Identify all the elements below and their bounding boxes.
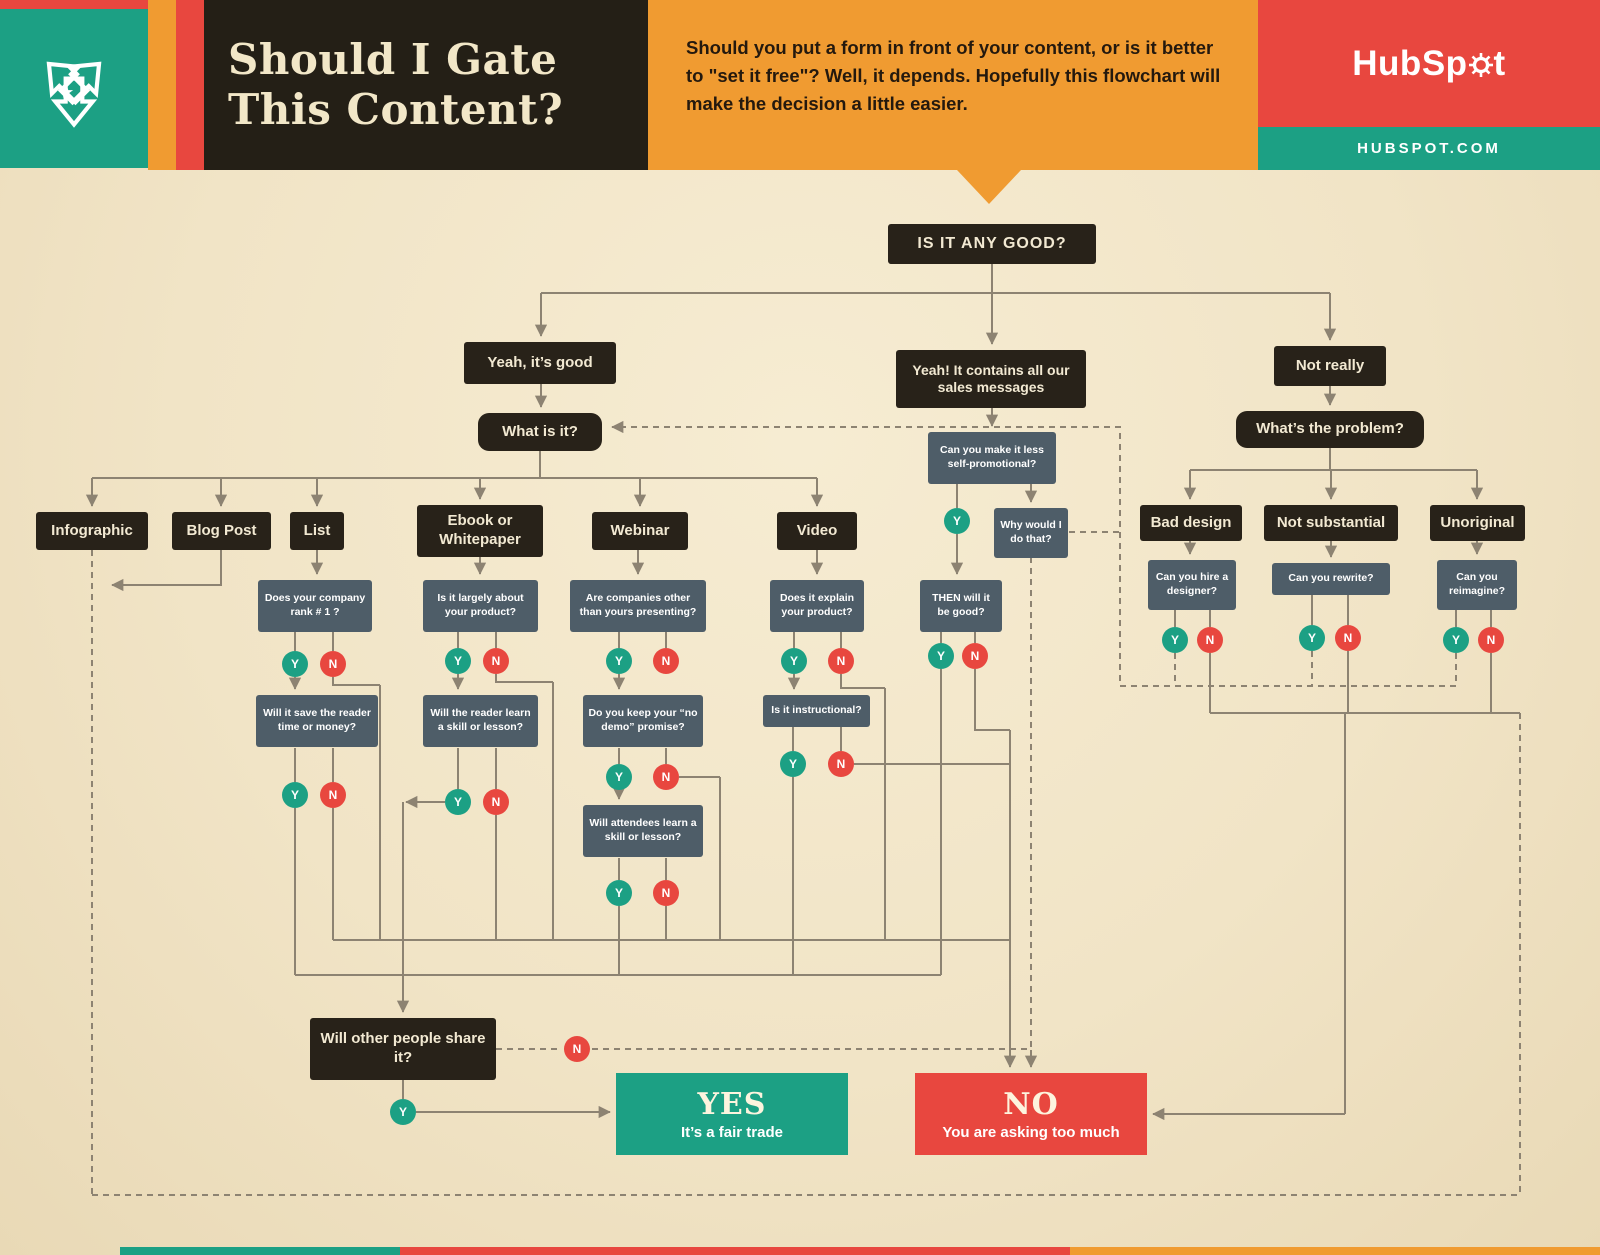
no-subtitle: You are asking too much xyxy=(942,1124,1120,1141)
no-pill: N xyxy=(320,651,346,677)
no-pill: N xyxy=(483,789,509,815)
yes-pill: Y xyxy=(282,782,308,808)
arrows-logo-icon: ★ xyxy=(46,61,102,128)
node-not-really: Not really xyxy=(1274,346,1386,386)
yes-pill: Y xyxy=(606,880,632,906)
bottom-strip-red xyxy=(400,1247,1070,1255)
question-then-will-it-be-good: THEN will it be good? xyxy=(920,580,1002,632)
question-is-it-instructional: Is it instructional? xyxy=(763,695,870,727)
yes-pill: Y xyxy=(445,789,471,815)
question-company-rank: Does your company rank # 1 ? xyxy=(258,580,372,632)
header-orange-stripe xyxy=(148,0,176,170)
question-why-would-i: Why would I do that? xyxy=(994,508,1068,558)
yes-pill: Y xyxy=(390,1099,416,1125)
yes-pill: Y xyxy=(1443,627,1469,653)
node-what-is-it: What is it? xyxy=(478,413,602,451)
no-pill: N xyxy=(1335,625,1361,651)
node-bad-design: Bad design xyxy=(1140,505,1242,541)
sprocket-icon xyxy=(1468,52,1493,77)
brand-text-left: HubSp xyxy=(1352,43,1468,83)
header-logo-block: ★ xyxy=(0,9,148,168)
no-pill: N xyxy=(653,648,679,674)
question-explain-product: Does it explain your product? xyxy=(770,580,864,632)
yes-pill: Y xyxy=(780,751,806,777)
no-title: NO xyxy=(1003,1087,1059,1122)
page-title: Should I Gate This Content? xyxy=(228,35,564,134)
node-webinar: Webinar xyxy=(592,512,688,550)
hubspot-url: HUBSPOT.COM xyxy=(1258,127,1600,170)
node-video: Video xyxy=(777,512,857,550)
no-pill: N xyxy=(828,648,854,674)
intro-pointer-triangle xyxy=(957,170,1021,204)
node-whats-the-problem: What’s the problem? xyxy=(1236,411,1424,448)
yes-pill: Y xyxy=(606,648,632,674)
yes-pill: Y xyxy=(282,651,308,677)
no-pill: N xyxy=(962,643,988,669)
node-yeah-its-good: Yeah, it’s good xyxy=(464,342,616,384)
bottom-strip-teal xyxy=(120,1247,400,1255)
question-reader-learn-skill: Will the reader learn a skill or lesson? xyxy=(423,695,538,747)
node-unoriginal: Unoriginal xyxy=(1430,505,1525,541)
yes-pill: Y xyxy=(1162,627,1188,653)
node-will-others-share: Will other people share it? xyxy=(310,1018,496,1080)
yes-pill: Y xyxy=(1299,625,1325,651)
question-other-companies-presenting: Are companies other than yours presentin… xyxy=(570,580,706,632)
intro-text: Should you put a form in front of your c… xyxy=(686,37,1221,114)
yes-pill: Y xyxy=(928,643,954,669)
node-is-it-any-good: IS IT ANY GOOD? xyxy=(888,224,1096,264)
yes-pill: Y xyxy=(944,508,970,534)
question-hire-designer: Can you hire a designer? xyxy=(1148,560,1236,610)
node-list: List xyxy=(290,512,344,550)
brand-text-right: t xyxy=(1493,43,1506,83)
header-intro-block: Should you put a form in front of your c… xyxy=(648,0,1258,170)
yes-pill: Y xyxy=(606,764,632,790)
header-brand-block: HubSp t xyxy=(1258,0,1600,127)
yes-pill: Y xyxy=(781,648,807,674)
node-not-substantial: Not substantial xyxy=(1264,505,1398,541)
yes-title: YES xyxy=(697,1087,767,1122)
no-pill: N xyxy=(1478,627,1504,653)
node-ebook-whitepaper: Ebook or Whitepaper xyxy=(417,505,543,557)
question-save-time-or-money: Will it save the reader time or money? xyxy=(256,695,378,747)
question-no-demo-promise: Do you keep your “no demo” promise? xyxy=(583,695,703,747)
question-can-you-reimagine: Can you reimagine? xyxy=(1437,560,1517,610)
yes-subtitle: It’s a fair trade xyxy=(681,1124,783,1141)
logo-star-icon: ★ xyxy=(59,82,74,101)
no-pill: N xyxy=(564,1036,590,1062)
node-infographic: Infographic xyxy=(36,512,148,550)
yes-pill: Y xyxy=(445,648,471,674)
hubspot-logo: HubSp t xyxy=(1352,44,1505,84)
node-blog-post: Blog Post xyxy=(172,512,271,550)
question-can-you-rewrite: Can you rewrite? xyxy=(1272,563,1390,595)
header-red-sliver xyxy=(0,0,148,9)
no-pill: N xyxy=(483,648,509,674)
no-pill: N xyxy=(1197,627,1223,653)
question-attendees-learn-skill: Will attendees learn a skill or lesson? xyxy=(583,805,703,857)
header-red-stripe xyxy=(176,0,204,170)
terminal-yes: YES It’s a fair trade xyxy=(616,1073,848,1155)
question-less-self-promotional: Can you make it less self-promotional? xyxy=(928,432,1056,484)
no-pill: N xyxy=(653,880,679,906)
no-pill: N xyxy=(828,751,854,777)
header-title-block: Should I Gate This Content? xyxy=(204,0,648,170)
bottom-strip-orange xyxy=(1070,1247,1600,1255)
terminal-no: NO You are asking too much xyxy=(915,1073,1147,1155)
no-pill: N xyxy=(653,764,679,790)
node-contains-sales-messages: Yeah! It contains all our sales messages xyxy=(896,350,1086,408)
question-largely-about-product: Is it largely about your product? xyxy=(423,580,538,632)
no-pill: N xyxy=(320,782,346,808)
